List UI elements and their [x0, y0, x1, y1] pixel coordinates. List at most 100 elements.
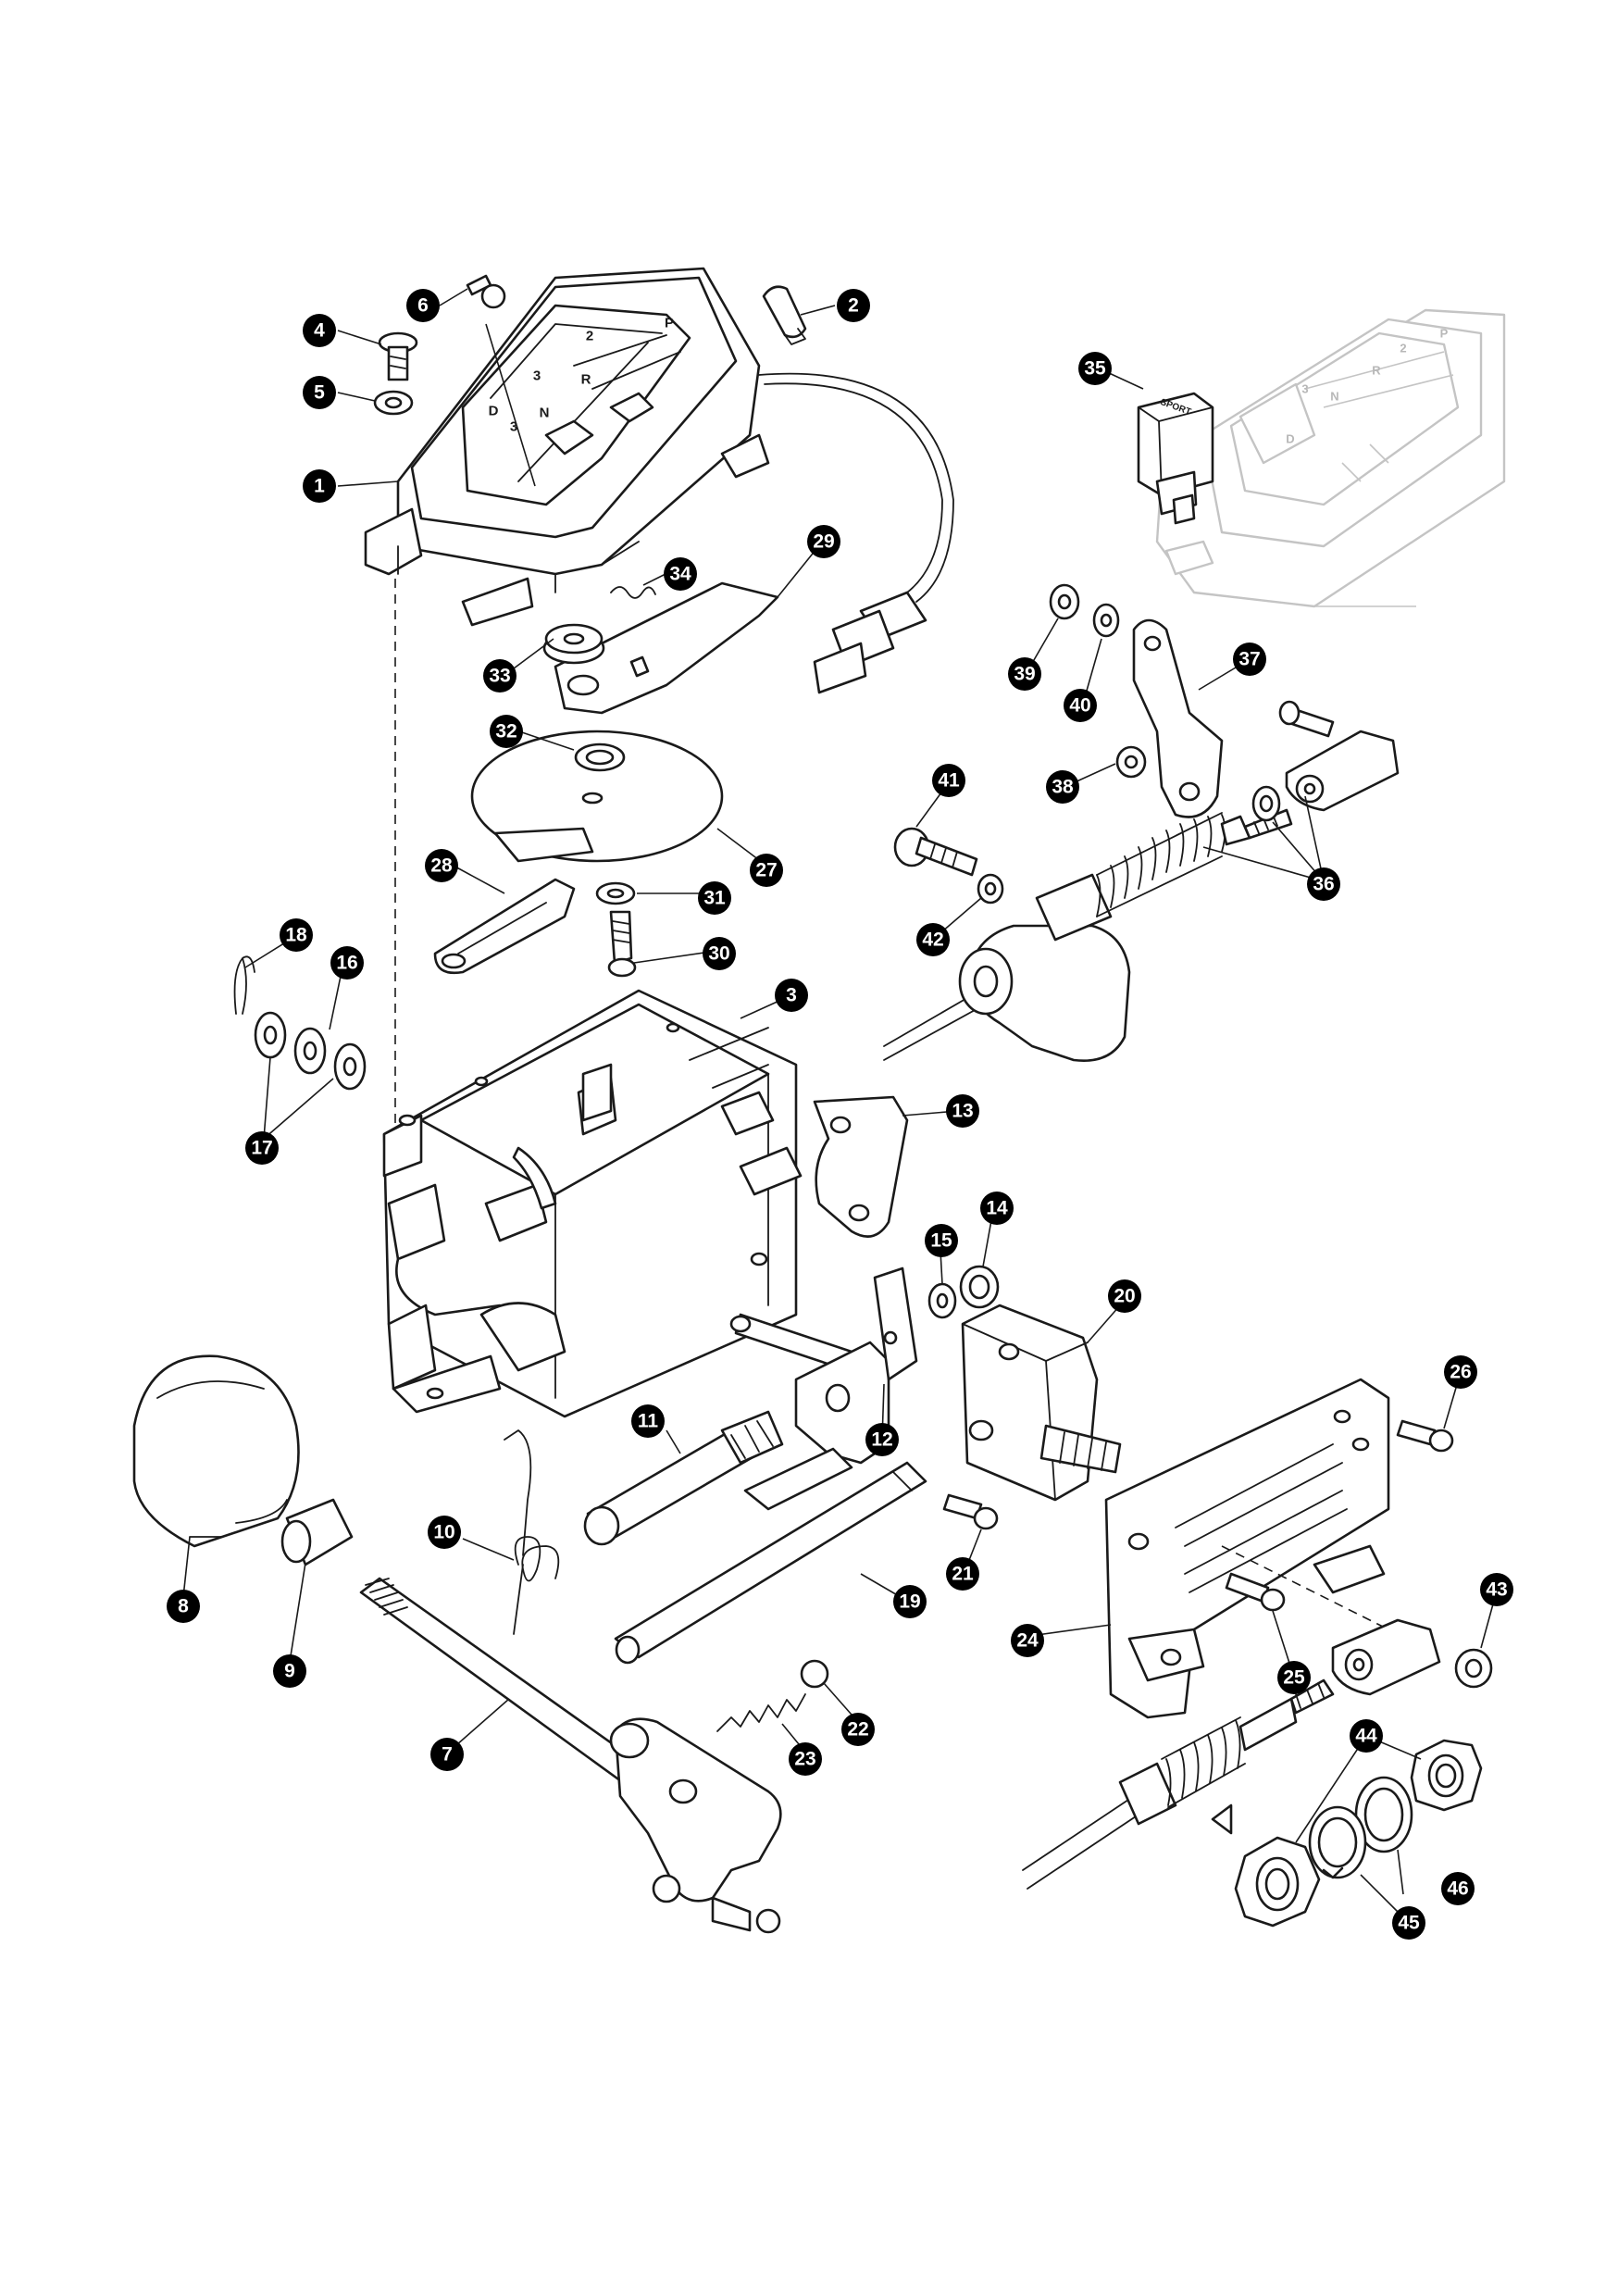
svg-text:25: 25	[1283, 1667, 1305, 1689]
bracket-37	[1132, 618, 1224, 818]
svg-text:19: 19	[899, 1591, 920, 1613]
svg-text:40: 40	[1069, 695, 1090, 717]
callout-9: 9	[273, 1654, 306, 1688]
svg-text:46: 46	[1447, 1878, 1468, 1900]
inset-selector-ghost: P R N D 2 3	[1155, 308, 1506, 608]
svg-text:13: 13	[952, 1101, 973, 1122]
nut-38	[1115, 745, 1147, 779]
selector-plate	[554, 581, 779, 715]
bolt-41	[893, 827, 978, 877]
callout-34: 34	[664, 557, 697, 591]
svg-text:9: 9	[284, 1661, 295, 1682]
callout-27: 27	[750, 854, 783, 887]
callout-7: 7	[430, 1738, 464, 1771]
torsion-spring	[504, 1429, 560, 1635]
nut-39	[1049, 583, 1080, 620]
callout-26: 26	[1444, 1355, 1477, 1389]
svg-text:29: 29	[813, 531, 834, 553]
callout-2: 2	[837, 289, 870, 322]
connector	[813, 591, 927, 694]
pin-11	[583, 1410, 784, 1546]
callout-11: 11	[631, 1404, 665, 1438]
svg-text:41: 41	[938, 770, 960, 792]
washer-5	[373, 390, 414, 416]
detent-ball	[800, 1659, 829, 1689]
svg-text:24: 24	[1016, 1630, 1039, 1652]
svg-text:21: 21	[952, 1564, 974, 1585]
clamp-block	[961, 1304, 1122, 1502]
svg-text:3: 3	[786, 985, 797, 1006]
selector-housing: P 2 R 3 N D 3	[364, 267, 770, 627]
selector-lever	[359, 1577, 782, 1934]
callout-28: 28	[425, 849, 458, 882]
washer-15	[927, 1282, 957, 1319]
gate-labels: P 2 R 3 N D 3	[489, 316, 674, 435]
callout-36: 36	[1307, 867, 1340, 901]
inset-gate-r: R	[1372, 364, 1381, 378]
gate-2: 2	[586, 329, 593, 344]
leader-lines	[182, 288, 1498, 1924]
svg-text:20: 20	[1114, 1286, 1135, 1307]
callout-14: 14	[980, 1192, 1014, 1225]
svg-text:7: 7	[442, 1744, 453, 1766]
screw-21	[942, 1493, 999, 1530]
svg-text:44: 44	[1355, 1726, 1377, 1747]
mounting-plate	[1104, 1378, 1399, 1719]
cotter-pin	[233, 955, 255, 1015]
callout-40: 40	[1064, 689, 1097, 722]
gate-n: N	[540, 406, 550, 421]
nut-43	[1454, 1648, 1493, 1689]
small-bracket-plate	[813, 1095, 909, 1238]
callout-24: 24	[1011, 1624, 1044, 1657]
detent-spring	[716, 1693, 806, 1732]
washer-40	[1092, 603, 1120, 638]
gate-p: P	[665, 316, 674, 331]
callout-44: 44	[1350, 1719, 1383, 1753]
spring-small	[610, 586, 656, 599]
washers-16-17	[254, 1011, 367, 1091]
nut-44-large	[1410, 1739, 1483, 1812]
callout-33: 33	[483, 659, 517, 693]
inset-gate-d: D	[1286, 432, 1294, 446]
inset-gate-3: 3	[1301, 382, 1308, 396]
callout-10: 10	[428, 1516, 461, 1549]
callout-4: 4	[303, 314, 336, 347]
sport-switch: SPORT	[1137, 392, 1214, 525]
callout-21: 21	[946, 1557, 979, 1591]
callout-17: 17	[245, 1131, 279, 1165]
svg-text:18: 18	[285, 925, 307, 946]
svg-text:30: 30	[708, 943, 729, 965]
svg-text:15: 15	[930, 1230, 952, 1252]
svg-text:26: 26	[1450, 1362, 1471, 1383]
svg-text:16: 16	[336, 953, 357, 974]
callout-19: 19	[893, 1585, 927, 1618]
svg-text:17: 17	[251, 1138, 272, 1159]
screw-6	[466, 274, 506, 309]
svg-text:42: 42	[922, 930, 943, 951]
screw-4	[378, 331, 418, 381]
nut-36	[1251, 785, 1281, 822]
inset-gate-2: 2	[1400, 342, 1406, 356]
rod-19	[614, 1461, 927, 1665]
nut-14	[959, 1265, 1000, 1309]
callout-6: 6	[406, 289, 440, 322]
callout-22: 22	[841, 1713, 875, 1746]
callout-38: 38	[1046, 770, 1079, 804]
svg-text:11: 11	[638, 1411, 659, 1432]
svg-text:38: 38	[1052, 777, 1074, 798]
cable-assembly-upper	[883, 808, 1293, 1062]
inset-gate-p: P	[1440, 327, 1449, 341]
svg-text:35: 35	[1084, 358, 1106, 380]
svg-text:33: 33	[489, 666, 510, 687]
callout-23: 23	[789, 1742, 822, 1776]
callout-12: 12	[865, 1423, 899, 1456]
callout-32: 32	[490, 715, 523, 748]
screw-25	[1225, 1572, 1286, 1612]
svg-text:6: 6	[417, 295, 429, 317]
callout-45: 45	[1392, 1906, 1425, 1940]
svg-text:27: 27	[755, 860, 777, 881]
callout-42: 42	[916, 923, 950, 956]
svg-text:5: 5	[314, 382, 325, 404]
callout-1: 1	[303, 469, 336, 503]
